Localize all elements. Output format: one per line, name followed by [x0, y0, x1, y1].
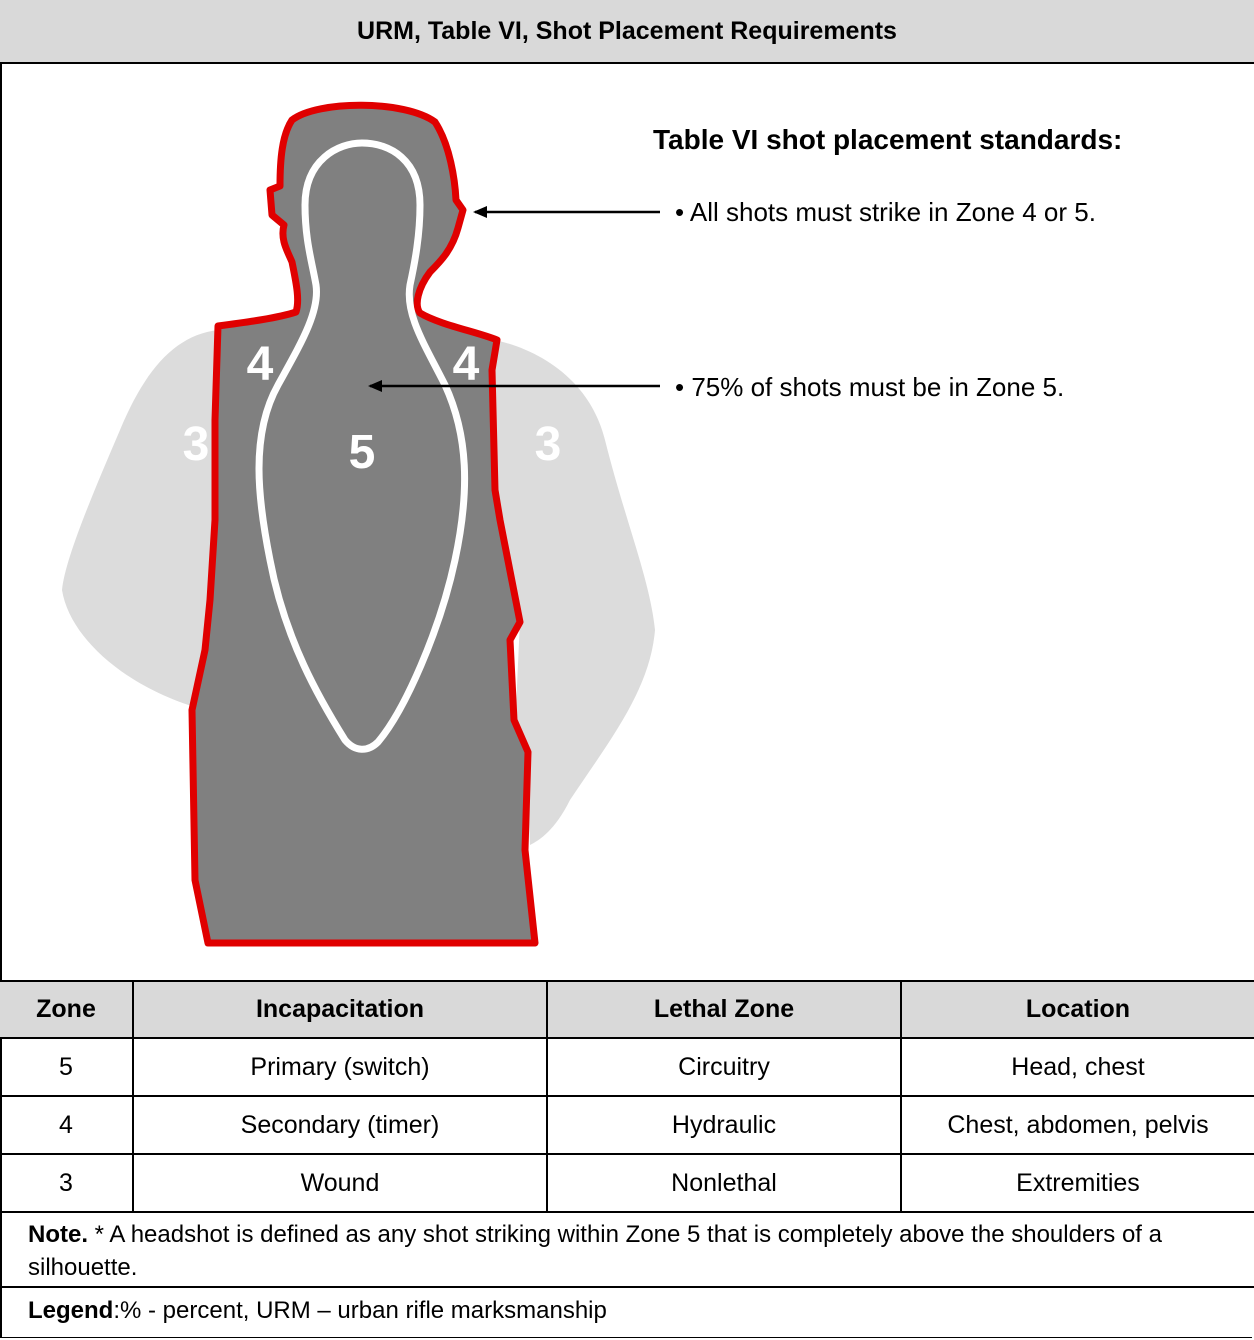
cell-zone: 3	[0, 1153, 134, 1213]
cell-lethal-zone: Circuitry	[546, 1037, 902, 1097]
standard-all-shots: • All shots must strike in Zone 4 or 5.	[675, 197, 1096, 227]
target-silhouette-graphic: 5 4 4 3 3	[62, 101, 660, 947]
note-text: * A headshot is defined as any shot stri…	[28, 1221, 1162, 1281]
cell-incapacitation: Primary (switch)	[132, 1037, 548, 1097]
legend-label: Legend	[28, 1297, 114, 1324]
cell-zone: 5	[0, 1037, 134, 1097]
title-bar: URM, Table VI, Shot Placement Requiremen…	[0, 0, 1254, 64]
cell-incapacitation: Wound	[132, 1153, 548, 1213]
standards-heading: Table VI shot placement standards:	[653, 124, 1123, 155]
zone3-left-arm	[62, 330, 222, 710]
table-header-row: Zone Incapacitation Lethal Zone Location	[0, 980, 1254, 1039]
target-figure: 5 4 4 3 3 Table VI shot placement standa…	[0, 64, 1254, 980]
note-row: Note. * A headshot is defined as any sho…	[0, 1212, 1254, 1288]
header-location: Location	[900, 980, 1254, 1039]
header-zone: Zone	[0, 980, 134, 1039]
target-body	[188, 101, 539, 947]
cell-zone: 4	[0, 1095, 134, 1155]
cell-location: Chest, abdomen, pelvis	[900, 1095, 1254, 1155]
table-row: 3 Wound Nonlethal Extremities	[0, 1153, 1254, 1213]
legend-row: Legend:% - percent, URM – urban rifle ma…	[0, 1288, 1254, 1340]
page-title: URM, Table VI, Shot Placement Requiremen…	[357, 16, 897, 45]
cell-location: Extremities	[900, 1153, 1254, 1213]
zone3-right-arm	[495, 340, 655, 845]
zone-table: Zone Incapacitation Lethal Zone Location…	[0, 980, 1254, 1213]
zone5-label: 5	[349, 426, 376, 479]
cell-lethal-zone: Hydraulic	[546, 1095, 902, 1155]
header-incapacitation: Incapacitation	[132, 980, 548, 1039]
standard-75-percent: • 75% of shots must be in Zone 5.	[675, 372, 1065, 402]
zone3-right-label: 3	[535, 418, 562, 471]
cell-lethal-zone: Nonlethal	[546, 1153, 902, 1213]
zone3-left-label: 3	[183, 418, 210, 471]
table-row: 5 Primary (switch) Circuitry Head, chest	[0, 1037, 1254, 1097]
table-row: 4 Secondary (timer) Hydraulic Chest, abd…	[0, 1095, 1254, 1155]
zone4-left-label: 4	[247, 338, 274, 391]
legend-text: :% - percent, URM – urban rifle marksman…	[113, 1297, 607, 1324]
header-lethal-zone: Lethal Zone	[546, 980, 902, 1039]
cell-location: Head, chest	[900, 1037, 1254, 1097]
zone5-outline	[255, 139, 469, 753]
note-label: Note.	[28, 1221, 88, 1248]
zone4-right-label: 4	[453, 338, 480, 391]
cell-incapacitation: Secondary (timer)	[132, 1095, 548, 1155]
